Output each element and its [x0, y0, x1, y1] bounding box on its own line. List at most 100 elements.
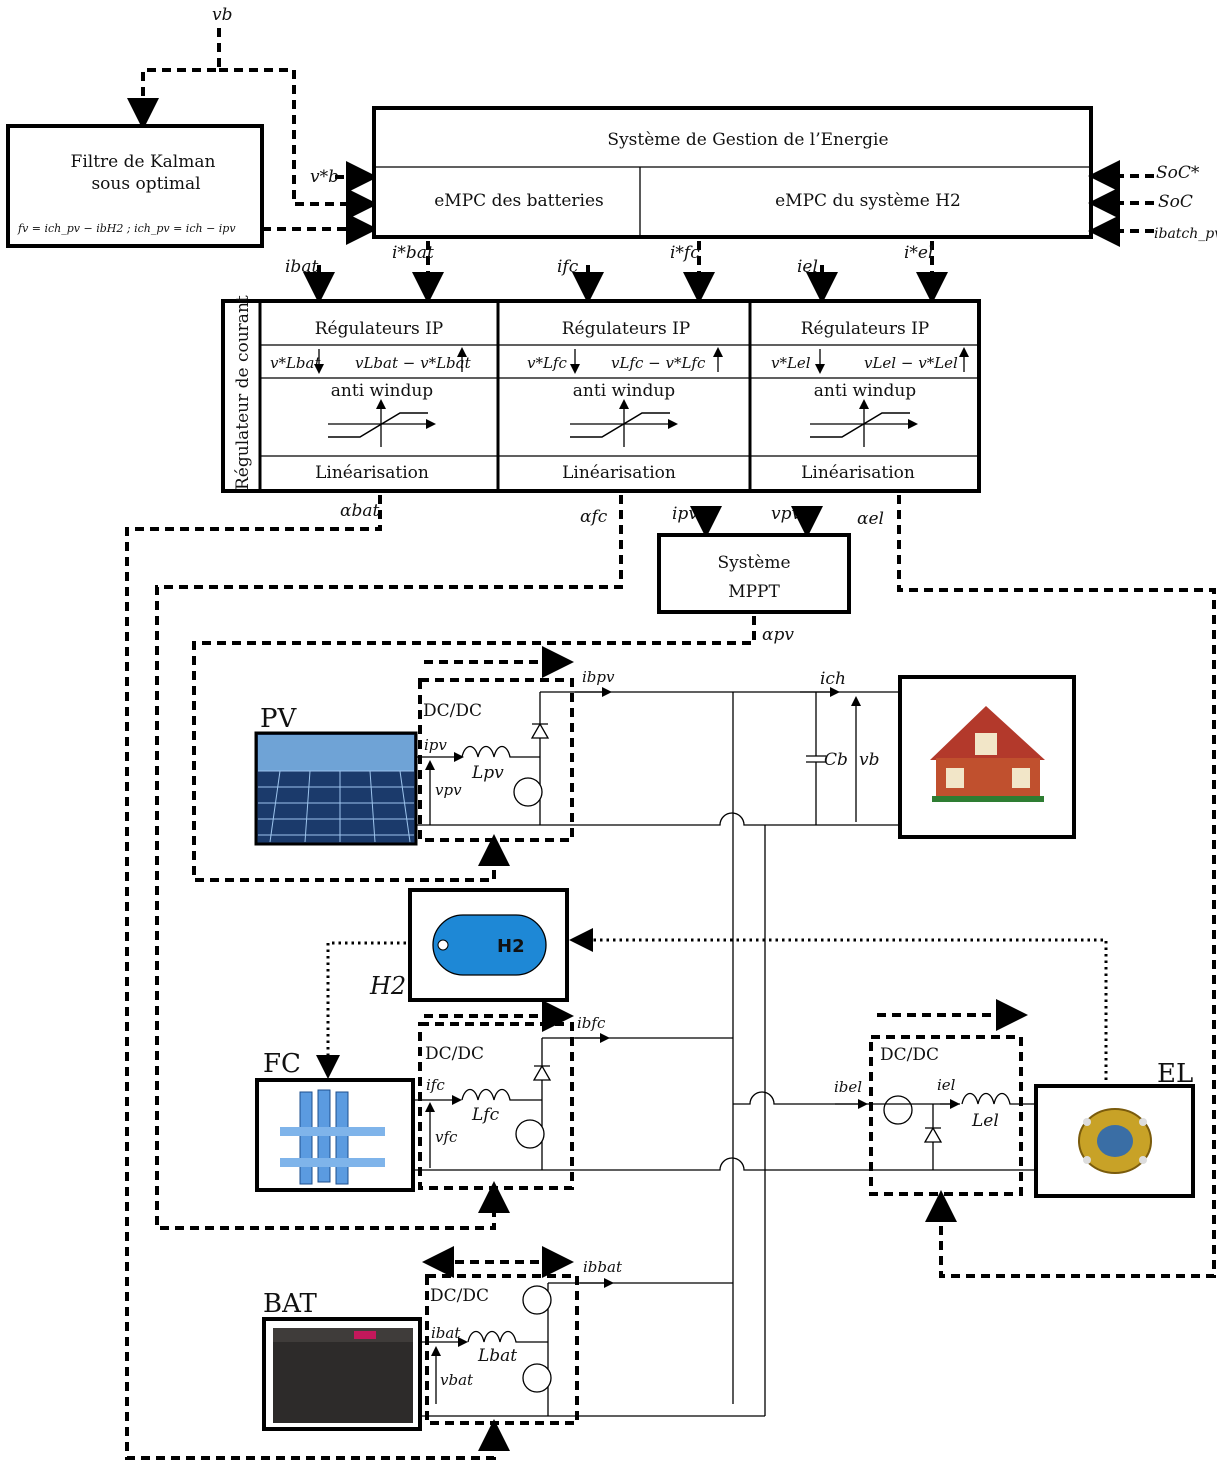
- fc-vfc-label: vfc: [435, 1128, 458, 1146]
- pv-diode-icon: [530, 722, 550, 739]
- bat-dcdc-label: DC/DC: [430, 1286, 489, 1306]
- fc-ifcb-label: ibfc: [577, 1014, 606, 1032]
- pv-converter-box: [418, 678, 574, 842]
- alpha-fc-label: αfc: [580, 507, 608, 527]
- regulator-side-label: Régulateur de courant: [233, 295, 253, 490]
- bat-ibat-label: ibat: [431, 1324, 461, 1342]
- electrolyzer-icon: [1078, 1108, 1152, 1174]
- vb-label: vb: [212, 5, 233, 25]
- alpha-pv-route: [192, 616, 756, 882]
- pv-ipv-label: ipv: [424, 736, 447, 754]
- fc-stack-icon: [280, 1089, 385, 1185]
- el-ielb-label: ibel: [834, 1078, 862, 1096]
- reg2-vdiff: vLfc − v*Lfc: [611, 354, 706, 372]
- house-icon: [930, 706, 1045, 802]
- reg1-bottom: Linéarisation: [315, 463, 429, 483]
- h2-to-fc-line: [316, 941, 406, 1079]
- pv-label: PV: [260, 704, 297, 734]
- el-lel-label: Lel: [971, 1111, 999, 1131]
- cb-capacitor: [806, 692, 826, 825]
- fc-label: FC: [263, 1049, 301, 1079]
- bat-label: BAT: [263, 1289, 317, 1319]
- kalman-line2: sous optimal: [91, 174, 200, 194]
- el-iel-label: iel: [937, 1076, 956, 1094]
- pv-panel-image: [254, 731, 418, 846]
- reg1-sub: anti windup: [331, 381, 434, 401]
- ibat-label: ibat: [285, 257, 318, 277]
- fc-ifc-label: ifc: [426, 1076, 445, 1094]
- vb-to-kalman-line: [127, 28, 221, 130]
- reg1-vref: v*Lbat: [270, 354, 321, 372]
- reg1-vdiff: vLbat − v*Lbat: [355, 354, 472, 372]
- reg2-saturation-icon: [570, 399, 678, 447]
- ibat-star-label: i*bat: [392, 243, 434, 263]
- el-bus-link: [733, 1091, 866, 1105]
- reg3-vdiff: vLel − v*Lel: [864, 354, 958, 372]
- bat-mosfet-top-icon: [522, 1285, 552, 1315]
- reg3-saturation-icon: [810, 399, 918, 447]
- ems-box: [372, 106, 1093, 239]
- regulator-box: [221, 299, 981, 493]
- reg2-title: Régulateurs IP: [562, 319, 691, 339]
- mppt-line1: Système: [717, 553, 790, 573]
- bat-converter-box: [425, 1274, 579, 1425]
- el-mosfet-icon: [883, 1095, 913, 1125]
- kalman-formula: fv = ich_pv − ibH2 ; ich_pv = ich − ipv: [17, 222, 236, 235]
- kalman-filter-box: [6, 124, 264, 248]
- fc-mosfet-icon: [515, 1119, 545, 1149]
- alpha-el-route: [897, 495, 1216, 1278]
- pv-ipvb-label: ibpv: [582, 668, 615, 686]
- ich-pv-bat-label: ibatch_pv: [1154, 226, 1217, 242]
- mppt-line2: MPPT: [728, 582, 780, 602]
- pv-inductor: [461, 745, 540, 758]
- pv-dcdc-label: DC/DC: [423, 701, 482, 721]
- alpha-fc-route: [155, 495, 623, 1230]
- reg1-title: Régulateurs IP: [315, 319, 444, 339]
- vpv-mppt-label: vpv: [771, 504, 801, 524]
- soc-star-label: SoC*: [1156, 163, 1200, 183]
- battery-icon: [273, 1328, 413, 1423]
- bat-vbat-label: vbat: [440, 1371, 474, 1389]
- reg3-sub: anti windup: [814, 381, 917, 401]
- ifc-star-label: i*fc: [670, 243, 700, 263]
- iel-star-label: i*el: [904, 243, 933, 263]
- ems-right-label: eMPC du système H2: [775, 191, 961, 211]
- reg2-bottom: Linéarisation: [562, 463, 676, 483]
- alpha-bat-route: [125, 495, 510, 1460]
- house-box: [898, 675, 1076, 839]
- fc-lfc-label: Lfc: [471, 1105, 500, 1125]
- reg3-bottom: Linéarisation: [801, 463, 915, 483]
- el-inductor: [961, 1092, 1035, 1105]
- fc-inductor: [461, 1088, 542, 1101]
- h2-tank-text: H2: [497, 936, 525, 957]
- reg2-sub: anti windup: [573, 381, 676, 401]
- vb-to-ems-line: [219, 68, 378, 220]
- pv-bottom-rail: [416, 812, 898, 826]
- ems-title: Système de Gestion de l’Energie: [607, 130, 888, 150]
- fc-dcdc-label: DC/DC: [425, 1044, 484, 1064]
- reg2-vref: v*Lfc: [527, 354, 567, 372]
- fc-converter-box: [418, 1022, 574, 1190]
- el-converter-box: [869, 1035, 1023, 1196]
- ems-left-label: eMPC des batteries: [434, 191, 603, 211]
- mppt-box: [657, 533, 851, 614]
- vb-circuit-label: vb: [859, 750, 880, 770]
- ipv-mppt-label: ipv: [672, 504, 698, 524]
- dc-bus: [732, 692, 766, 1416]
- h2-tank-icon: H2: [432, 914, 547, 976]
- fc-bottom-rail: [413, 1157, 1035, 1171]
- el-to-h2-line: [569, 928, 1108, 1080]
- vb-star-label: v*b: [310, 167, 339, 187]
- bat-lbat-label: Lbat: [477, 1346, 517, 1366]
- ich-label: ich: [820, 669, 846, 689]
- soc-label: SoC: [1158, 192, 1193, 212]
- el-diode-icon: [923, 1126, 943, 1143]
- reg3-title: Régulateurs IP: [801, 319, 930, 339]
- pv-mosfet-icon: [513, 777, 543, 807]
- el-internal-wiring: [866, 1103, 960, 1170]
- el-dcdc-label: DC/DC: [880, 1045, 939, 1065]
- el-box: [1034, 1084, 1195, 1198]
- bat-inductor: [467, 1330, 548, 1343]
